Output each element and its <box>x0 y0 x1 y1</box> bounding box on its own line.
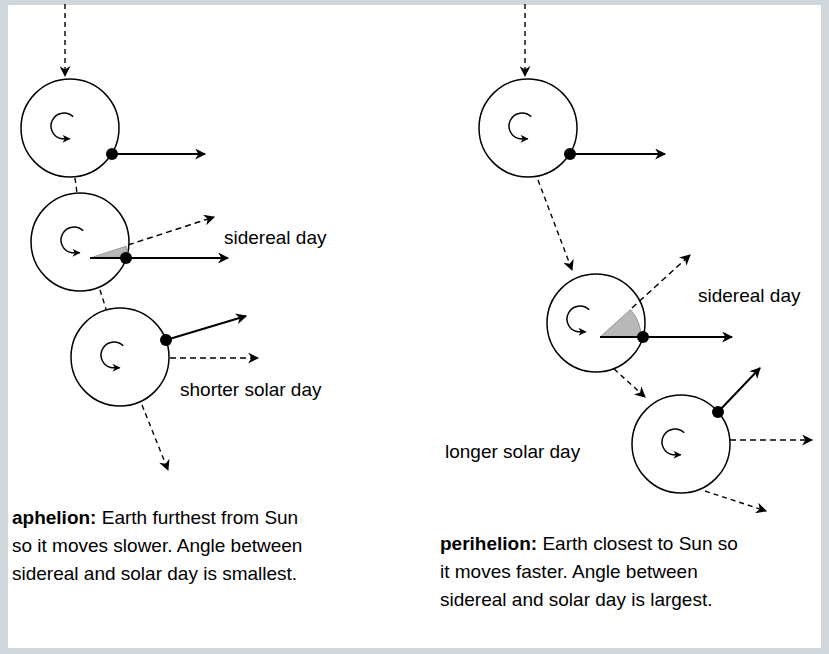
dashed-arrow <box>632 255 690 308</box>
label-slot: sidereal day <box>698 284 800 308</box>
earth-circle <box>632 395 730 493</box>
surface-dots <box>564 148 724 418</box>
solid-arrow <box>570 153 665 155</box>
orbit-segment <box>75 178 77 193</box>
rotation-arrow <box>662 429 684 455</box>
previous-direction-arrows <box>632 255 812 440</box>
dashed-arrow <box>170 357 258 359</box>
rotation-arrow <box>567 306 589 332</box>
earth-circles <box>21 79 169 406</box>
diagram-label: shorter solar day <box>180 378 322 402</box>
earth-circle <box>31 193 129 291</box>
page-ground <box>8 5 821 648</box>
direction-arrows <box>570 154 760 412</box>
caption-term: perihelion: <box>440 533 537 554</box>
caption-block: perihelion:Earth closest to Sun so it mo… <box>440 530 740 614</box>
direction-arrows <box>90 154 246 340</box>
solid-arrow <box>718 368 760 412</box>
orbit-arrow <box>614 369 645 397</box>
label-slot: longer solar day <box>445 440 580 464</box>
rotation-arrow <box>61 227 83 253</box>
label-slot: shorter solar day <box>180 378 322 402</box>
surface-dot <box>564 148 576 160</box>
solid-arrow <box>600 336 732 338</box>
solid-arrow <box>166 316 246 340</box>
orbit-arrow <box>538 180 572 270</box>
solid-arrow <box>90 257 228 259</box>
diagram-label: sidereal day <box>698 284 800 308</box>
orbit-arrow <box>64 4 65 76</box>
earth-circles <box>479 79 730 493</box>
diagram-label: longer solar day <box>445 440 580 464</box>
earth-circle <box>21 79 119 177</box>
surface-dot <box>637 331 649 343</box>
surface-dot <box>160 334 172 346</box>
rotation-arrow <box>101 342 123 368</box>
orbit-arrow <box>524 4 525 76</box>
surface-dots <box>106 148 172 346</box>
surface-dot <box>712 406 724 418</box>
earth-circle <box>547 274 645 372</box>
orbit-arrow <box>705 491 766 511</box>
dashed-arrow <box>128 217 214 245</box>
surface-dot <box>120 252 132 264</box>
caption-block: aphelion:Earth furthest from Sun so it m… <box>12 504 304 588</box>
diagram-label: sidereal day <box>224 226 326 250</box>
orbit-segment <box>100 290 106 309</box>
solid-arrow <box>112 153 205 155</box>
caption-term: aphelion: <box>12 507 96 528</box>
label-slot: sidereal day <box>224 226 326 250</box>
orbit-path <box>525 4 766 511</box>
surface-dot <box>106 148 118 160</box>
rotation-arrows <box>51 113 123 368</box>
dashed-arrow <box>730 439 812 441</box>
angle-wedge <box>600 310 641 337</box>
orbit-arrow <box>142 405 168 470</box>
rotation-arrow <box>509 113 531 139</box>
earth-circle <box>479 79 577 177</box>
rotation-arrow <box>51 113 73 139</box>
earth-circle <box>71 308 169 406</box>
